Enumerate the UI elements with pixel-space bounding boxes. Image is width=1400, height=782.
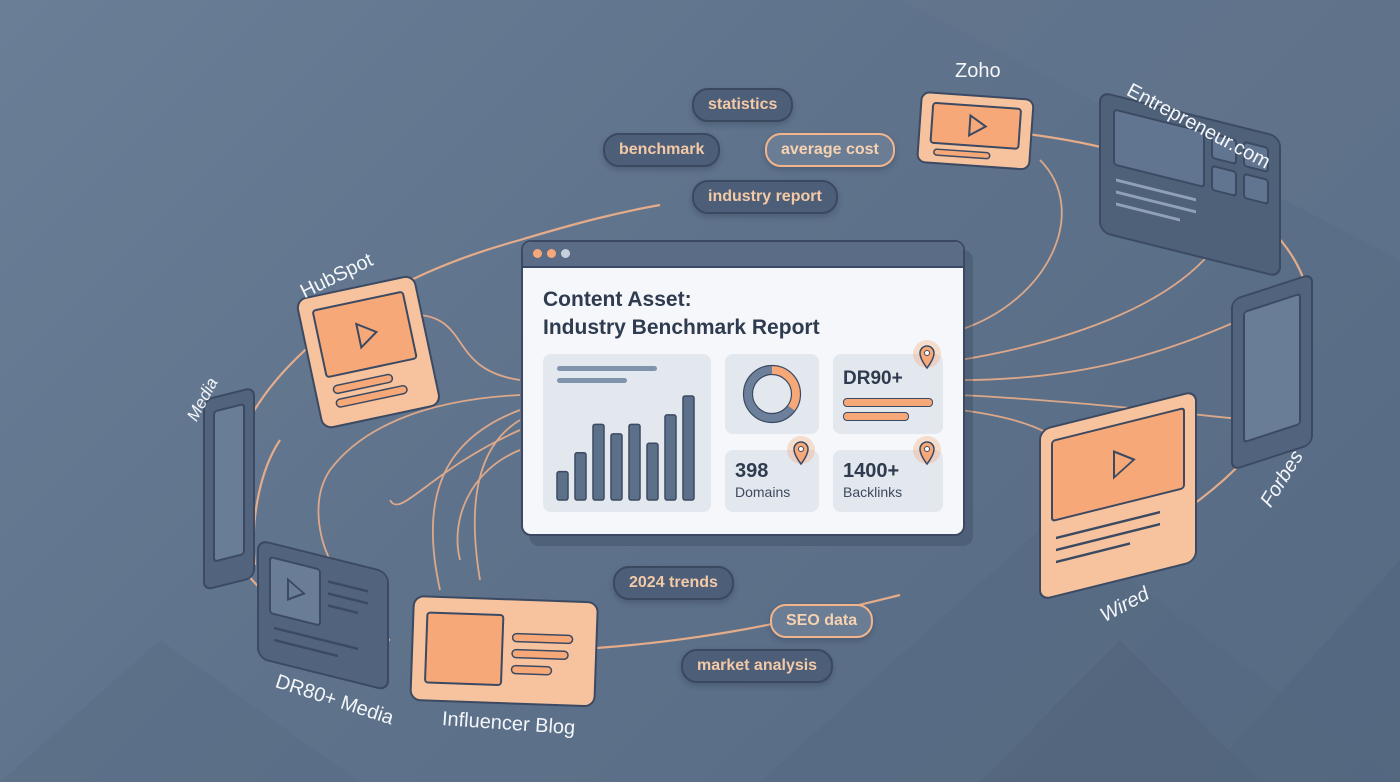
window-titlebar — [523, 242, 963, 268]
window-title-line1: Content Asset: — [543, 288, 692, 311]
dr-value: DR90+ — [843, 368, 903, 389]
forbes-device — [1231, 275, 1313, 469]
window-dot-icon — [561, 249, 570, 258]
tag-average-cost: average cost — [765, 133, 895, 167]
dr80-media-device — [257, 541, 389, 690]
hubspot-device — [296, 275, 440, 429]
media-device — [203, 388, 255, 590]
bar-chart-bar — [628, 423, 641, 501]
entrepreneur-device — [1099, 93, 1281, 276]
zoho-device — [916, 91, 1035, 171]
bar-chart-heading-line — [557, 378, 627, 383]
donut-chart — [742, 364, 802, 424]
bar-chart — [556, 395, 695, 501]
bar-chart-bar — [610, 433, 623, 501]
bar-chart-bar — [574, 451, 587, 501]
window-title: Content Asset: Industry Benchmark Report — [543, 286, 820, 342]
influencer-blog-device — [409, 595, 599, 708]
bar-chart-bar — [664, 414, 677, 501]
window-dot-icon — [533, 249, 542, 258]
domains-label: Domains — [735, 484, 791, 500]
bar-chart-bar — [592, 423, 605, 501]
tag-benchmark: benchmark — [603, 133, 721, 167]
donut-card — [725, 354, 819, 434]
location-pin-icon — [913, 436, 941, 466]
bar-chart-card — [543, 354, 711, 512]
tag-industry-report: industry report — [692, 180, 838, 214]
dr-bar — [843, 412, 909, 421]
tag-2024-trends: 2024 trends — [613, 566, 734, 600]
tag-market-analysis: market analysis — [681, 649, 834, 683]
bar-chart-bar — [682, 395, 695, 501]
label-zoho: Zoho — [955, 60, 1001, 82]
dr-card: DR90+ — [833, 354, 943, 434]
domains-value: 398 — [735, 460, 769, 482]
location-pin-icon — [913, 340, 941, 370]
window-dot-icon — [547, 249, 556, 258]
tag-seo-data: SEO data — [770, 604, 874, 638]
content-asset-window: Content Asset: Industry Benchmark Report… — [521, 240, 965, 536]
backlinks-label: Backlinks — [843, 484, 903, 500]
dr-bar — [843, 398, 933, 407]
backlinks-value: 1400+ — [843, 460, 900, 482]
bar-chart-bar — [646, 442, 659, 501]
location-pin-icon — [787, 436, 815, 466]
wired-device — [1039, 392, 1197, 599]
bar-chart-heading-line — [557, 366, 657, 371]
tag-statistics: statistics — [692, 88, 794, 122]
window-title-line2: Industry Benchmark Report — [543, 316, 820, 339]
bar-chart-bar — [556, 470, 569, 501]
